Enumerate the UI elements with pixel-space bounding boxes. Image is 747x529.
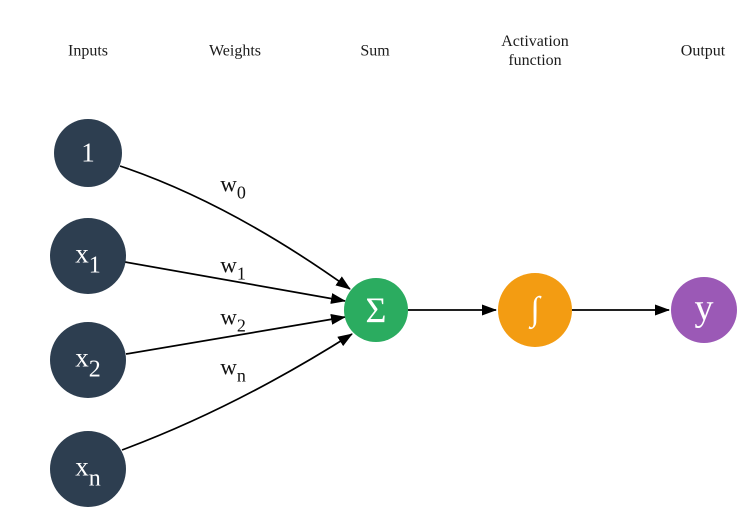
input-node-bias-label: 1 bbox=[81, 137, 95, 168]
column-header-sum: Sum bbox=[360, 42, 390, 60]
input-bias-base: 1 bbox=[81, 137, 95, 168]
column-header-inputs: Inputs bbox=[68, 42, 108, 60]
column-header-weights: Weights bbox=[208, 42, 262, 60]
input-x2-base: x bbox=[75, 342, 89, 373]
input-x2-sub: 2 bbox=[88, 356, 101, 383]
input-xn-base: x bbox=[75, 451, 89, 482]
connector-x1-to-sum bbox=[124, 261, 346, 304]
sum-node-circle bbox=[344, 278, 408, 342]
weight-w1-base: w bbox=[220, 252, 237, 278]
column-header-output: Output bbox=[680, 42, 726, 60]
connector-x2-to-sum bbox=[125, 313, 346, 355]
input-node-x2-circle bbox=[50, 322, 126, 398]
input-node-x1-circle bbox=[50, 218, 126, 294]
input-node-x1-label: x1 bbox=[75, 238, 101, 278]
weight-w0-base: w bbox=[220, 171, 237, 197]
connector-xn-to-sum bbox=[121, 333, 353, 451]
input-x1-base: x bbox=[75, 238, 89, 269]
weight-label-w0: w0 bbox=[220, 171, 246, 202]
input-node-x2-label: x2 bbox=[75, 342, 101, 382]
output-node-circle bbox=[671, 277, 737, 343]
weight-wn-sub: n bbox=[236, 365, 246, 386]
weight-label-w1: w1 bbox=[220, 252, 246, 283]
weight-w1-sub: 1 bbox=[236, 263, 246, 284]
input-node-xn-label: xn bbox=[75, 451, 101, 491]
activation-symbol: ∫ bbox=[530, 291, 540, 328]
column-header-activation-function: Activation function bbox=[501, 32, 569, 69]
sum-symbol: Σ bbox=[365, 290, 387, 330]
connector-bias-to-sum bbox=[119, 165, 351, 290]
input-xn-sub: n bbox=[88, 465, 101, 492]
output-symbol: y bbox=[694, 287, 714, 329]
weight-w2-sub: 2 bbox=[236, 315, 246, 336]
weight-wn-base: w bbox=[220, 354, 237, 380]
weight-label-wn: wn bbox=[220, 354, 246, 385]
input-node-bias-circle bbox=[54, 119, 122, 187]
input-node-xn-circle bbox=[50, 431, 126, 507]
weight-w2-base: w bbox=[220, 304, 237, 330]
weight-label-w2: w2 bbox=[220, 304, 246, 335]
activation-node-circle bbox=[498, 273, 572, 347]
input-x1-sub: 1 bbox=[88, 252, 101, 279]
weight-w0-sub: 0 bbox=[236, 182, 246, 203]
